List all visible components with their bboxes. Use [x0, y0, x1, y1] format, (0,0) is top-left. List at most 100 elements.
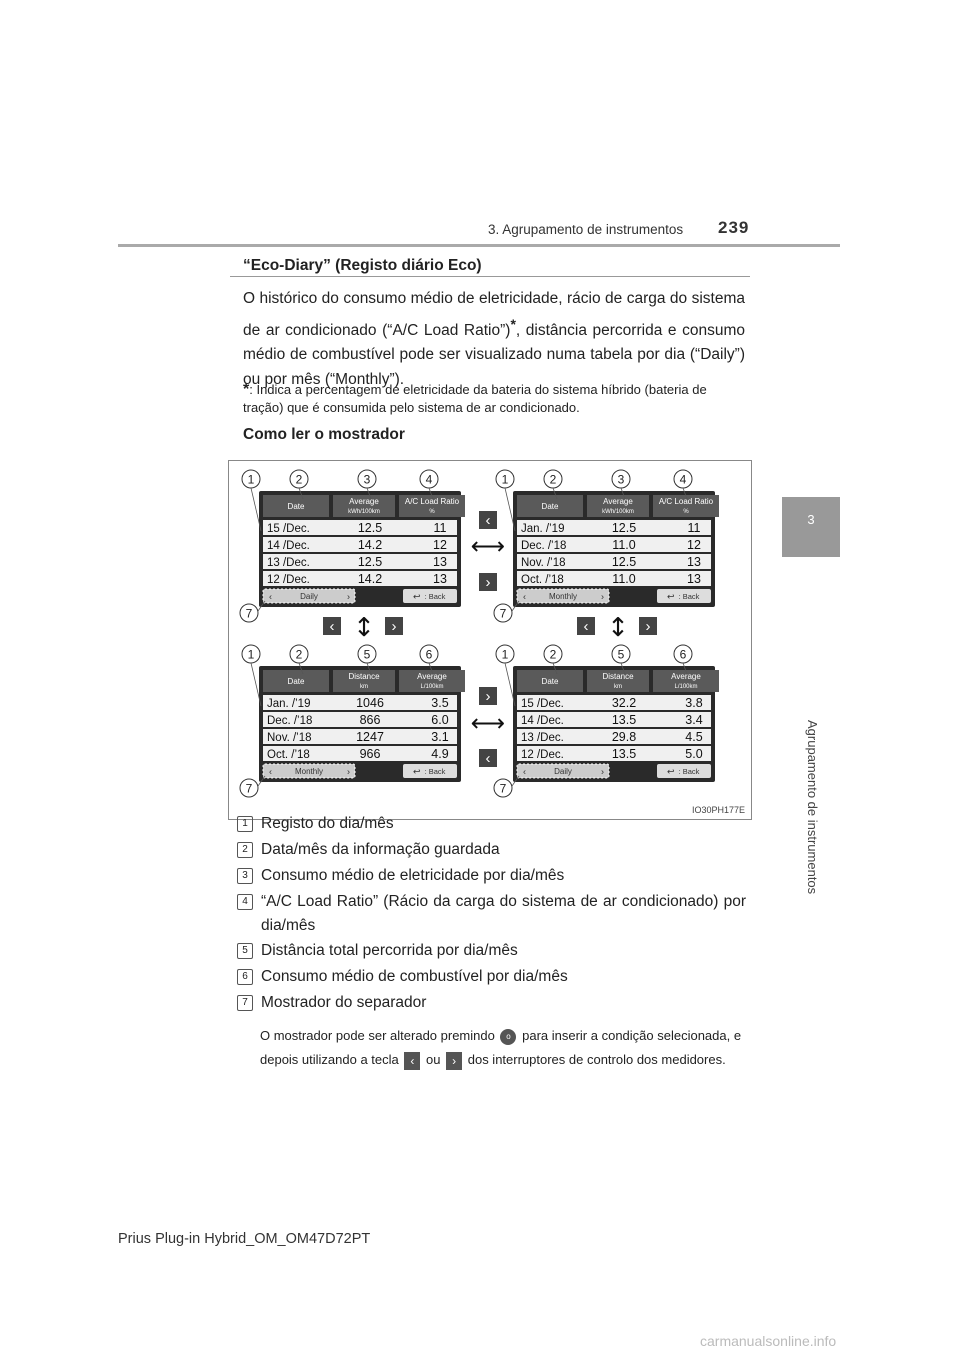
value-cell: 11.0 — [612, 572, 635, 586]
back-button — [657, 589, 711, 603]
leader-line — [257, 775, 266, 787]
switch-key-glyph: › — [486, 574, 491, 591]
date-cell: Jan. /’19 — [521, 523, 564, 535]
column-header-bg — [653, 670, 719, 692]
value-cell: 13.5 — [612, 713, 636, 727]
back-button — [403, 764, 457, 778]
callout-number: 7 — [500, 782, 507, 796]
note-text-c: ou — [426, 1052, 441, 1067]
page-number: 239 — [718, 218, 750, 237]
leader-line — [511, 775, 520, 787]
leader-line — [298, 487, 304, 500]
switch-key-glyph: ‹ — [486, 512, 491, 529]
footnote: *: Indica a percentagem de eletricidade … — [243, 381, 745, 417]
leader-line — [511, 600, 520, 612]
column-unit: % — [683, 509, 689, 515]
leader-line — [428, 662, 434, 675]
callout-number: 3 — [618, 473, 625, 487]
value-cell: 13 — [433, 572, 447, 586]
intro-star: * — [510, 315, 516, 332]
back-button — [403, 589, 457, 603]
legend-number: 1 — [237, 816, 253, 832]
column-header-bg — [517, 495, 583, 517]
callout-number: 1 — [248, 473, 255, 487]
leader-line — [620, 662, 626, 675]
ok-button-icon: o — [500, 1028, 517, 1045]
tab-right-arrow: › — [601, 592, 604, 602]
value-cell: 3.8 — [685, 696, 702, 710]
callout-circle — [493, 603, 513, 623]
legend-text: Distância total percorrida por dia/mês — [261, 942, 518, 959]
column-unit: km — [614, 684, 622, 690]
footnote-text: : Indica a percentagem de eletricidade d… — [243, 382, 707, 415]
callout-number: 4 — [426, 473, 433, 487]
tab-right-arrow: › — [347, 767, 350, 777]
value-cell: 6.0 — [431, 713, 448, 727]
switch-key-glyph: › — [486, 688, 491, 705]
table-row — [517, 537, 711, 552]
switch-key-glyph: › — [646, 618, 651, 635]
table-row — [517, 729, 711, 744]
value-cell: 13 — [687, 555, 701, 569]
callout-number: 1 — [248, 648, 255, 662]
date-cell: Jan. /’19 — [267, 698, 310, 710]
date-cell: 14 /Dec. — [521, 715, 564, 727]
column-header-bg — [333, 495, 395, 517]
callout-circle — [239, 603, 259, 623]
column-header: A/C Load Ratio — [659, 497, 714, 506]
intro-paragraph: O histórico do consumo médio de eletrici… — [243, 287, 745, 392]
column-header: Average — [349, 497, 379, 506]
back-label: : Back — [425, 767, 446, 776]
callout-number: 3 — [364, 473, 371, 487]
date-cell: 12 /Dec. — [267, 574, 310, 586]
column-header: A/C Load Ratio — [405, 497, 460, 506]
leader-line — [366, 487, 372, 500]
column-header-bg — [399, 670, 465, 692]
tab-left-arrow: ‹ — [269, 592, 272, 602]
value-cell: 13.5 — [612, 747, 636, 761]
tab-left-arrow: ‹ — [523, 592, 526, 602]
value-cell: 3.4 — [685, 713, 702, 727]
column-header: Distance — [602, 672, 634, 681]
leader-line — [250, 487, 262, 532]
value-cell: 11.0 — [612, 538, 635, 552]
column-header: Average — [603, 497, 633, 506]
column-header: Date — [288, 502, 305, 511]
column-header: Date — [542, 502, 559, 511]
value-cell: 12 — [433, 538, 447, 552]
date-cell: 13 /Dec. — [267, 557, 310, 569]
date-cell: 12 /Dec. — [521, 749, 564, 761]
column-header-bg — [587, 495, 649, 517]
callout-number: 7 — [500, 607, 507, 621]
table-row — [517, 746, 711, 761]
callout-number: 7 — [246, 782, 253, 796]
leader-line — [504, 487, 516, 532]
column-header: Distance — [348, 672, 380, 681]
callout-number: 5 — [364, 648, 371, 662]
tab-label: Daily — [300, 592, 318, 601]
note-text-a: O mostrador pode ser alterado premindo — [260, 1028, 495, 1043]
callout-number: 1 — [502, 473, 509, 487]
date-cell: 14 /Dec. — [267, 540, 310, 552]
value-cell: 12.5 — [358, 521, 382, 535]
table-row — [517, 554, 711, 569]
table-row — [263, 537, 457, 552]
column-unit: L/100km — [420, 684, 443, 690]
table-row — [263, 520, 457, 535]
column-header-bg — [263, 495, 329, 517]
tab-selector — [516, 588, 610, 604]
legend-text: Registo do dia/mês — [261, 815, 394, 832]
leader-line — [298, 662, 304, 675]
tab-label: Daily — [554, 767, 572, 776]
chapter-tab — [782, 497, 840, 557]
table-row — [263, 695, 457, 710]
footer-model: Prius Plug-in Hybrid_OM_OM47D72PT — [118, 1231, 371, 1247]
tab-right-arrow: › — [347, 592, 350, 602]
switch-key-icon — [479, 749, 497, 767]
value-cell: 11 — [688, 521, 701, 535]
value-cell: 12 — [687, 538, 701, 552]
column-header-bg — [587, 670, 649, 692]
value-cell: 1247 — [356, 730, 384, 744]
chapter-label: Agrupamento de instrumentos — [805, 720, 820, 895]
